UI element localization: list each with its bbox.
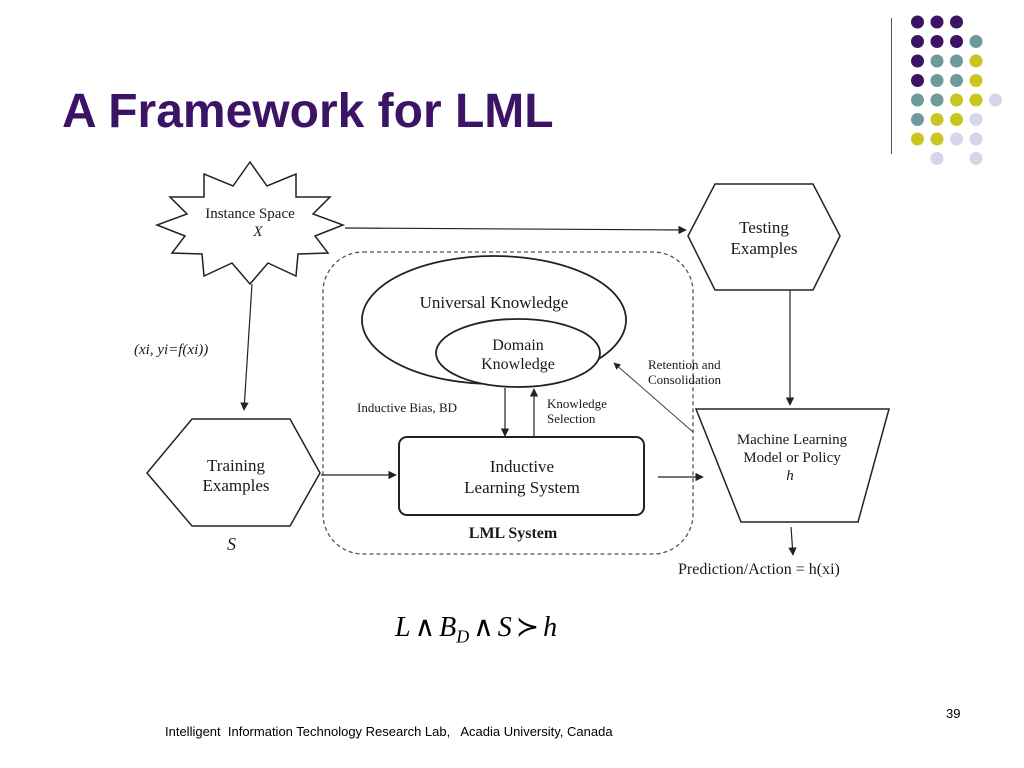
inductive-learning-box — [398, 436, 645, 516]
formula-h: h — [543, 612, 558, 643]
formula-l: L — [395, 612, 411, 643]
decorative-dot — [950, 132, 963, 146]
page-number: 39 — [946, 706, 961, 721]
prediction-label: Prediction/Action = h(xi) — [678, 561, 840, 578]
ml-model-trapezoid — [694, 408, 890, 523]
instance-space-label: Instance Space — [205, 206, 295, 222]
inductive-learning-line1: Inductive — [490, 457, 554, 476]
decorative-dot — [950, 113, 963, 126]
ml-model-line1: Machine Learning — [737, 432, 848, 448]
knowledge-selection-line1: Knowledge — [547, 396, 607, 411]
arrow-model-to-prediction — [788, 526, 797, 556]
lml-framework-diagram: Instance Space X Testing Examples (xi, y… — [134, 160, 890, 578]
decorative-dot — [950, 93, 963, 107]
decorative-dot — [969, 152, 983, 165]
knowledge-selection-line2: Selection — [547, 411, 596, 426]
domain-knowledge-line1: Domain — [492, 337, 544, 354]
ml-model-line2: Model or Policy — [743, 450, 841, 466]
decorative-dot — [911, 113, 924, 126]
decorative-dot — [969, 35, 983, 48]
decorative-dot — [911, 35, 924, 48]
training-examples-line2: Examples — [202, 476, 269, 495]
inductive-learning-line2: Learning System — [464, 478, 580, 497]
decorative-dot — [989, 93, 1002, 107]
slide-title: A Framework for LML — [62, 85, 554, 138]
decorative-dot — [930, 15, 944, 29]
decorative-dot — [969, 132, 983, 146]
decorative-dot — [969, 74, 983, 87]
domain-knowledge-ellipse — [435, 318, 601, 388]
arrow-instance-to-training — [240, 283, 253, 411]
decorative-dot — [969, 93, 983, 107]
formula-and-2: ∧ — [473, 612, 494, 643]
decorative-dot — [950, 54, 963, 68]
arrow-retention — [613, 362, 694, 433]
decorative-dot — [911, 93, 924, 107]
retention-line2: Consolidation — [648, 372, 721, 387]
decorative-dot — [911, 132, 924, 146]
universal-knowledge-label: Universal Knowledge — [420, 293, 569, 312]
domain-knowledge-line2: Knowledge — [481, 356, 555, 373]
instance-space-x: X — [252, 224, 263, 240]
footer-text: Intelligent Information Technology Resea… — [165, 724, 613, 739]
s-label: S — [227, 534, 236, 554]
decorative-dot — [911, 74, 924, 87]
inductive-bias-label: Inductive Bias, BD — [357, 400, 457, 415]
lml-system-container — [322, 251, 694, 555]
ml-model-h: h — [786, 468, 794, 484]
decorative-dot — [950, 15, 963, 29]
formula-s: S — [497, 612, 512, 643]
decorative-dot — [930, 74, 944, 87]
title-divider-line — [891, 18, 892, 154]
testing-examples-line2: Examples — [730, 239, 797, 258]
decorative-dot — [930, 152, 944, 165]
testing-examples-line1: Testing — [739, 218, 789, 237]
testing-examples-hexagon — [687, 183, 841, 291]
decorative-dot — [930, 132, 944, 146]
decorative-dot — [930, 35, 944, 48]
lml-system-label: LML System — [469, 525, 558, 542]
formula-b-subscript: D — [456, 626, 470, 647]
decorative-dot — [969, 54, 983, 68]
sample-label: (xi, yi=f(xi)) — [134, 342, 208, 358]
arrow-instance-to-testing — [344, 225, 687, 235]
decorative-dot — [911, 15, 924, 29]
formula-succ: ≻ — [515, 612, 540, 643]
formula-b: B — [439, 612, 457, 643]
decorative-dot — [930, 54, 944, 68]
decorative-dot — [930, 93, 944, 107]
decorative-dot — [950, 74, 963, 87]
decorative-dot — [950, 35, 963, 48]
formula-and-1: ∧ — [414, 612, 436, 643]
instance-space-star — [154, 160, 346, 286]
training-examples-line1: Training — [207, 456, 265, 475]
retention-line1: Retention and — [648, 357, 721, 372]
decorative-dot — [930, 113, 944, 126]
training-examples-hexagon — [146, 418, 321, 527]
decorative-dot — [911, 54, 924, 68]
formula: L∧BD∧S≻h — [395, 610, 557, 648]
decorative-dot — [969, 113, 983, 126]
